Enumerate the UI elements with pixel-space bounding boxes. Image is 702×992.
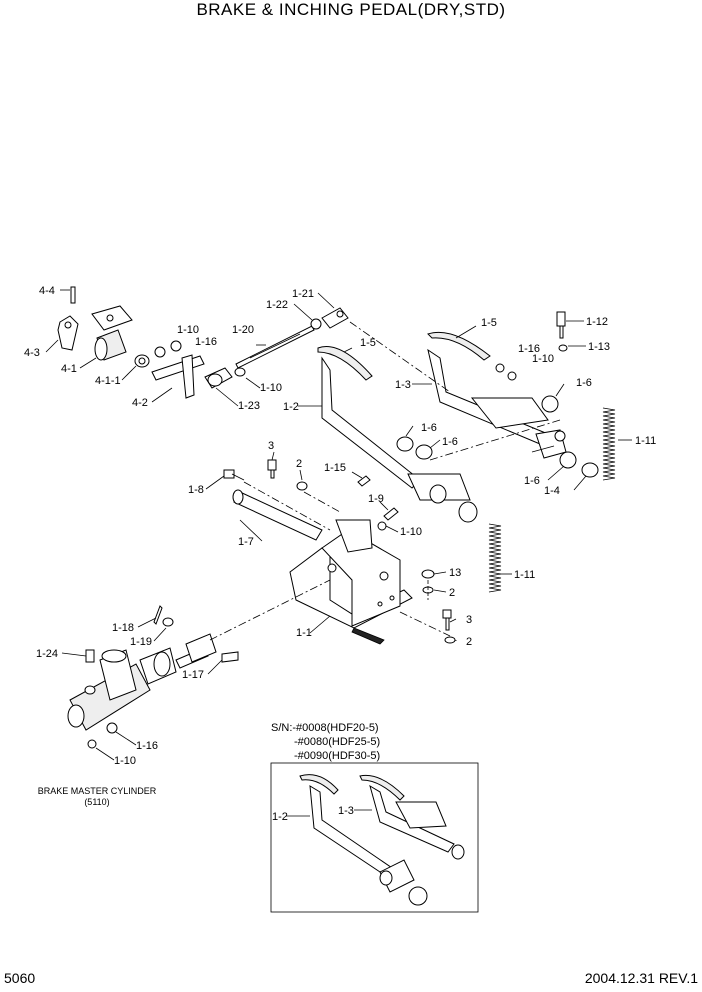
- fasteners: [223, 311, 568, 644]
- part-label: 1-7: [238, 536, 254, 548]
- master-cylinder-note: BRAKE MASTER CYLINDER (5110): [38, 786, 157, 807]
- serial-line: -#0080(HDF25-5): [294, 736, 380, 748]
- part-label: 1-10: [400, 526, 422, 538]
- part-label: 1-12: [586, 316, 608, 328]
- part-label: 13: [449, 567, 461, 579]
- part-label: 4-3: [24, 347, 40, 359]
- part-label: 1-13: [588, 341, 610, 353]
- part-label: 1-21: [292, 288, 314, 300]
- part-label: 1-10: [532, 353, 554, 365]
- part-label: 1-6: [442, 436, 458, 448]
- part-label: 1-6: [576, 377, 592, 389]
- page-title: BRAKE & INCHING PEDAL(DRY,STD): [196, 0, 506, 19]
- part-label: 1-17: [182, 669, 204, 681]
- part-label: 1-4: [544, 485, 560, 497]
- part-label: 4-1-1: [95, 375, 121, 387]
- master-cylinder: [67, 605, 239, 749]
- part-label: 4-1: [61, 363, 77, 375]
- part-label: 1-1: [296, 627, 312, 639]
- revision-date: 2004.12.31 REV.1: [584, 970, 698, 986]
- bushings: [396, 395, 599, 478]
- part-label: 1-20: [232, 324, 254, 336]
- part-label: 1-10: [260, 382, 282, 394]
- brake-pedal: [317, 346, 478, 523]
- part-label: 1-5: [481, 317, 497, 329]
- springs: [488, 407, 616, 593]
- part-label: 1-6: [421, 422, 437, 434]
- part-label: 1-19: [130, 636, 152, 648]
- part-label: 1-11: [514, 569, 535, 581]
- part-label-group: 4-4 4-3 4-1 4-1-1 4-2 1-10 1-16 1-20 1-2…: [24, 285, 656, 823]
- part-label: 2: [296, 458, 302, 470]
- part-label: 3: [268, 440, 274, 452]
- part-label: 1-3: [338, 805, 354, 817]
- part-label: 1-10: [114, 755, 136, 767]
- pedal-arm-assembly: [57, 286, 349, 399]
- serial-line: S/N:-#0008(HDF20-5): [271, 722, 379, 734]
- part-label: 1-22: [266, 299, 288, 311]
- page-number: 5060: [4, 970, 36, 986]
- part-label: 2: [466, 636, 472, 648]
- serial-line: -#0090(HDF30-5): [294, 750, 380, 762]
- part-label: 1-10: [177, 324, 199, 336]
- part-label: 1-9: [368, 493, 384, 505]
- part-label: 1-24: [36, 648, 58, 660]
- part-label: 1-3: [395, 379, 411, 391]
- part-label: 1-8: [188, 484, 204, 496]
- serial-note: S/N:-#0008(HDF20-5) -#0080(HDF25-5) -#00…: [271, 722, 380, 762]
- inching-pedal: [427, 331, 567, 459]
- note-line: (5110): [84, 797, 109, 807]
- inset-box: [270, 762, 479, 913]
- mounting-bracket: [289, 519, 413, 645]
- part-label: 1-18: [112, 622, 134, 634]
- part-label: 1-5: [360, 337, 376, 349]
- part-label: 4-2: [132, 397, 148, 409]
- part-label: 4-4: [39, 285, 55, 297]
- part-label: 1-23: [238, 400, 260, 412]
- part-label: 1-11: [635, 435, 656, 447]
- leader-lines: [45, 289, 632, 761]
- part-label: 1-2: [283, 401, 299, 413]
- part-label: 1-15: [324, 462, 346, 474]
- part-label: 1-2: [272, 811, 288, 823]
- alignment-lines: [209, 321, 561, 641]
- part-label: 1-16: [518, 343, 540, 355]
- part-label: 1-16: [136, 740, 158, 752]
- part-label: 1-16: [195, 336, 217, 348]
- note-line: BRAKE MASTER CYLINDER: [38, 786, 157, 796]
- part-label: 1-6: [524, 475, 540, 487]
- part-label: 2: [449, 587, 455, 599]
- part-label: 3: [466, 614, 472, 626]
